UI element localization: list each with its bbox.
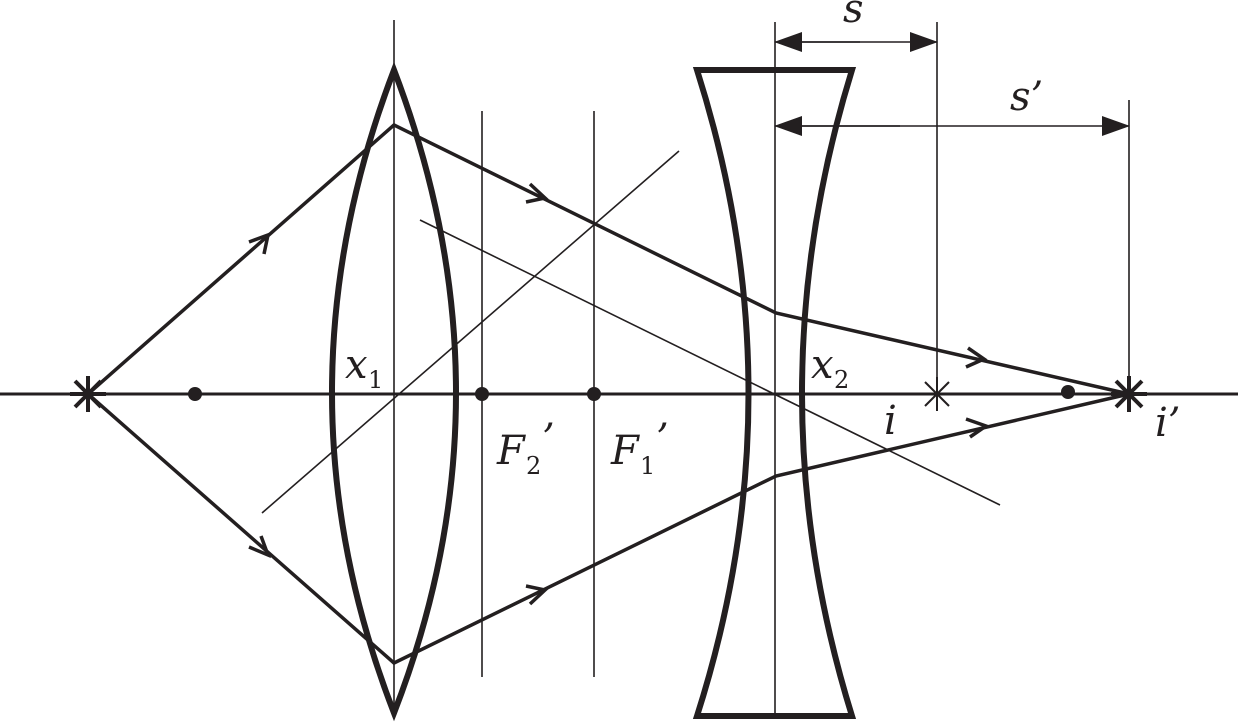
label-f2: F: [496, 428, 526, 474]
upper-ray: [86, 122, 1130, 396]
label-s-prime: s’: [1010, 74, 1043, 120]
ray-arrow-4: [248, 535, 272, 559]
focal-point-lens1-front: [188, 387, 202, 401]
label-x2: x: [811, 342, 834, 388]
convex-lens: [329, 61, 459, 722]
ray-arrow-2: [525, 182, 549, 204]
ray-arrow-1: [248, 232, 271, 255]
label-f1-sub: 1: [640, 452, 655, 480]
label-x1: x: [345, 342, 368, 388]
focal-point-f1: [587, 387, 601, 401]
image-i-prime-star-icon: [1111, 376, 1147, 412]
ray-arrow-6: [965, 417, 990, 439]
ray-arrow-5: [525, 584, 549, 606]
label-x2-sub: 2: [834, 366, 849, 394]
auxiliary-ray-2: [419, 219, 1001, 506]
focal-point-lens2: [1061, 385, 1075, 399]
label-f2-sub: 2: [526, 452, 541, 480]
label-f1: F: [610, 428, 640, 474]
label-i-prime: i’: [1155, 400, 1181, 446]
lower-ray: [86, 392, 1130, 666]
label-f2-prime: ’: [542, 416, 555, 462]
auxiliary-ray-1: [261, 150, 680, 514]
image-i-star-icon: [920, 377, 954, 411]
label-i: i: [884, 398, 897, 444]
ray-arrow-3: [965, 346, 988, 369]
concave-lens: [692, 67, 857, 719]
focal-point-f2: [475, 387, 489, 401]
label-f1-prime: ’: [656, 416, 669, 462]
label-x1-sub: 1: [368, 366, 383, 394]
label-s: s: [843, 0, 864, 32]
object-star-icon: [70, 376, 106, 412]
